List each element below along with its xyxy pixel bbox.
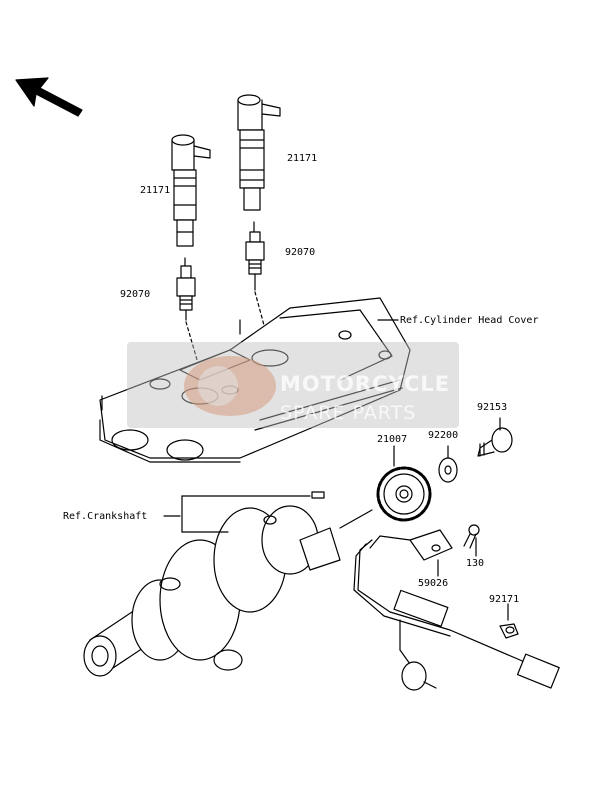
label-bolt-92153: 92153 <box>477 402 508 413</box>
label-coil-right: 21171 <box>287 153 318 164</box>
label-ref-crankshaft: Ref.Crankshaft <box>63 511 148 522</box>
bolt-130 <box>463 524 480 549</box>
label-plug-right: 92070 <box>285 247 316 258</box>
label-washer: 92200 <box>428 430 459 441</box>
ignition-coil-right <box>237 94 281 211</box>
crankshaft <box>83 491 341 677</box>
msp-logo <box>184 356 276 416</box>
front-direction-arrow-icon <box>15 77 83 117</box>
label-sensor-bolt: 130 <box>466 558 485 569</box>
ignition-coil-left <box>171 134 211 247</box>
bolt-92153 <box>477 427 513 457</box>
label-clamp: 92171 <box>489 594 520 605</box>
spark-plug-left <box>176 257 196 321</box>
label-ref-head-cover: Ref.Cylinder Head Cover <box>400 315 539 326</box>
label-pickup-coil: 59026 <box>418 578 449 589</box>
watermark-box <box>127 342 459 428</box>
spark-plug-right <box>245 221 265 291</box>
watermark-line2: SPARE PARTS <box>280 402 417 424</box>
timing-rotor-21007 <box>376 466 432 522</box>
washer-92200 <box>438 457 458 483</box>
label-coil-left: 21171 <box>140 185 171 196</box>
clamp-92171 <box>499 623 519 639</box>
watermark-line1: MOTORCYCLE <box>280 372 451 396</box>
label-timing-rotor: 21007 <box>377 434 408 445</box>
pickup-coil-59026 <box>353 529 560 691</box>
label-plug-left: 92070 <box>120 289 151 300</box>
